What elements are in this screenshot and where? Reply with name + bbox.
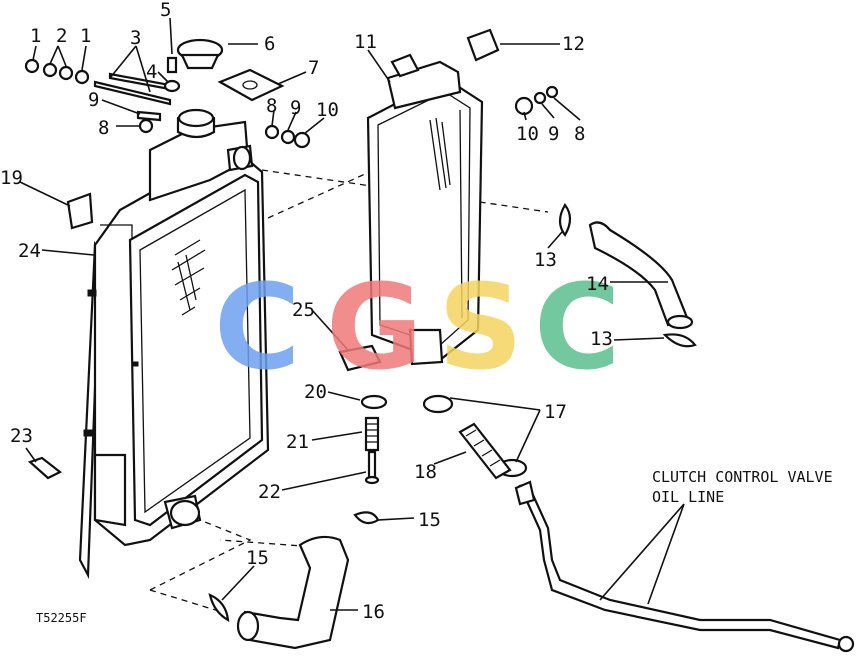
label-22: 22 (258, 481, 281, 503)
label-10b: 10 (516, 123, 539, 145)
label-24: 24 (18, 240, 41, 262)
label-9a: 9 (88, 89, 99, 111)
label-21: 21 (286, 431, 309, 453)
label-19: 19 (0, 167, 23, 189)
label-11: 11 (354, 31, 377, 53)
label-3: 3 (130, 27, 141, 49)
callout-line-2: OIL LINE (652, 488, 724, 506)
label-12: 12 (562, 33, 585, 55)
label-7: 7 (308, 57, 319, 79)
callout-clutch-oil-line: CLUTCH CONTROL VALVE OIL LINE (652, 468, 833, 506)
leader-lines (19, 17, 685, 611)
oil-cooler-11 (366, 53, 484, 366)
label-25: 25 (292, 299, 315, 321)
cgsc-watermark: C G S C (214, 258, 621, 396)
label-18: 18 (414, 461, 437, 483)
watermark-letter-g: G (326, 258, 423, 396)
label-4: 4 (146, 61, 157, 83)
label-2: 2 (56, 25, 67, 47)
label-13a: 13 (534, 249, 557, 271)
watermark-letter-c2: C (534, 258, 621, 396)
label-15a: 15 (418, 509, 441, 531)
label-14: 14 (586, 273, 609, 295)
label-17: 17 (544, 401, 567, 423)
watermark-letter-c1: C (214, 258, 301, 396)
hoses (236, 221, 855, 653)
callout-line-1: CLUTCH CONTROL VALVE (652, 468, 833, 486)
label-15b: 15 (246, 547, 269, 569)
label-8c: 8 (574, 123, 585, 145)
label-8b: 8 (266, 95, 277, 117)
watermark-letter-s: S (438, 258, 523, 396)
figure-code: T52255F (36, 611, 87, 625)
label-5: 5 (160, 0, 171, 21)
label-16: 16 (362, 601, 385, 623)
label-9b: 9 (290, 97, 301, 119)
label-6: 6 (264, 33, 275, 55)
label-10a: 10 (316, 99, 339, 121)
label-1b: 1 (80, 25, 91, 47)
radiator-core-24 (78, 108, 270, 580)
label-8a: 8 (98, 117, 109, 139)
label-23: 23 (10, 425, 33, 447)
label-1a: 1 (30, 25, 41, 47)
label-20: 20 (304, 381, 327, 403)
label-13b: 13 (590, 328, 613, 350)
part-labels: 1 2 1 3 4 5 6 7 9 8 8 9 10 11 12 10 9 8 … (0, 0, 613, 623)
label-9c: 9 (548, 123, 559, 145)
